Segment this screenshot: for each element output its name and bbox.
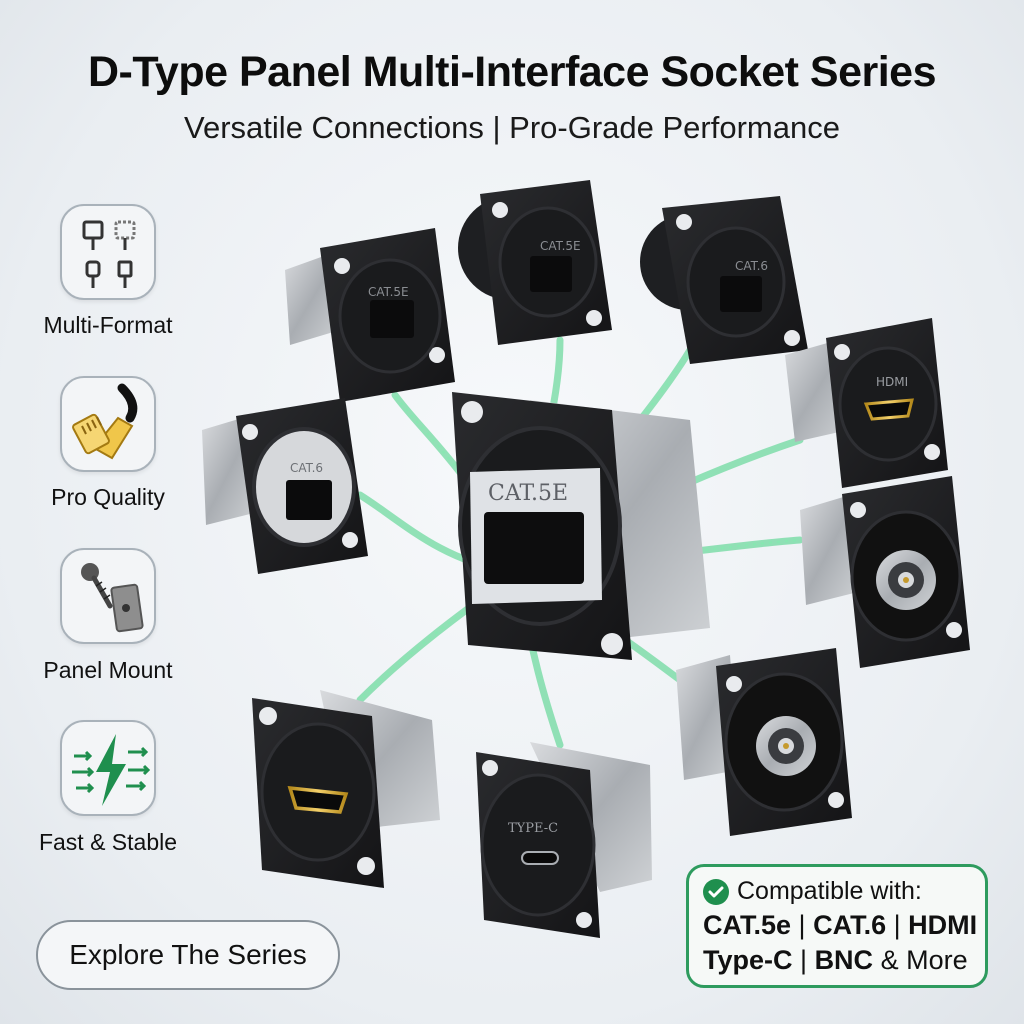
connector-cat5e-top-middle: CAT.5E (458, 180, 612, 345)
compat-separator: | (893, 910, 901, 940)
feature-label-pro-quality: Pro Quality (51, 484, 165, 510)
connector-label: CAT.5E (368, 285, 409, 299)
compatibility-heading: Compatible with: (737, 877, 922, 905)
gold-rj45-plug-icon (60, 376, 156, 472)
compat-separator: | (800, 945, 808, 975)
connector-cat6-top-right: CAT.6 (640, 196, 808, 364)
connector-typec-bottom: TYPE-C (476, 742, 652, 938)
feature-label-multi-format: Multi-Format (43, 312, 173, 338)
connector-cat5e-center: CAT.5E (452, 392, 710, 660)
check-circle-icon (703, 878, 729, 905)
compat-cat5e: CAT.5e (703, 910, 792, 940)
connector-label: CAT.6 (735, 259, 768, 273)
compatibility-line-2: Type-C | BNC & More (703, 945, 971, 976)
compat-typec: Type-C (703, 945, 793, 975)
connector-hdmi-right: HDMI (785, 318, 948, 488)
connector-cat5e-top-left: CAT.5E (285, 228, 455, 402)
connector-label: TYPE-C (508, 821, 558, 836)
connector-label: CAT.6 (290, 461, 323, 475)
compat-hdmi: HDMI (908, 910, 978, 940)
feature-label-fast-stable: Fast & Stable (38, 829, 178, 855)
connector-label: CAT.5E (540, 239, 581, 253)
page-subtitle: Versatile Connections | Pro-Grade Perfor… (184, 110, 840, 145)
connector-bnc-right (800, 476, 970, 668)
explore-series-button[interactable]: Explore The Series (36, 920, 340, 990)
compat-bnc: BNC (814, 945, 874, 975)
connector-cat6-left: CAT.6 (202, 398, 368, 574)
screw-and-plate-icon (60, 548, 156, 644)
connector-bnc-bottom-right (676, 648, 852, 836)
compatibility-line-1: CAT.5e | CAT.6 | HDMI (703, 910, 977, 941)
connector-hdmi-bottom-left (252, 690, 440, 888)
lightning-arrows-icon (60, 720, 156, 816)
connector-label: HDMI (876, 375, 908, 389)
compat-separator: | (798, 910, 806, 940)
feature-label-panel-mount: Panel Mount (43, 657, 173, 683)
connector-label: CAT.5E (488, 481, 568, 506)
compatibility-box: Compatible with: CAT.5e | CAT.6 | HDMI T… (686, 864, 988, 988)
compat-more: & More (880, 945, 968, 975)
connector-types-icon (60, 204, 156, 300)
page-title: D-Type Panel Multi-Interface Socket Seri… (87, 48, 937, 96)
compat-cat6: CAT.6 (813, 910, 887, 940)
